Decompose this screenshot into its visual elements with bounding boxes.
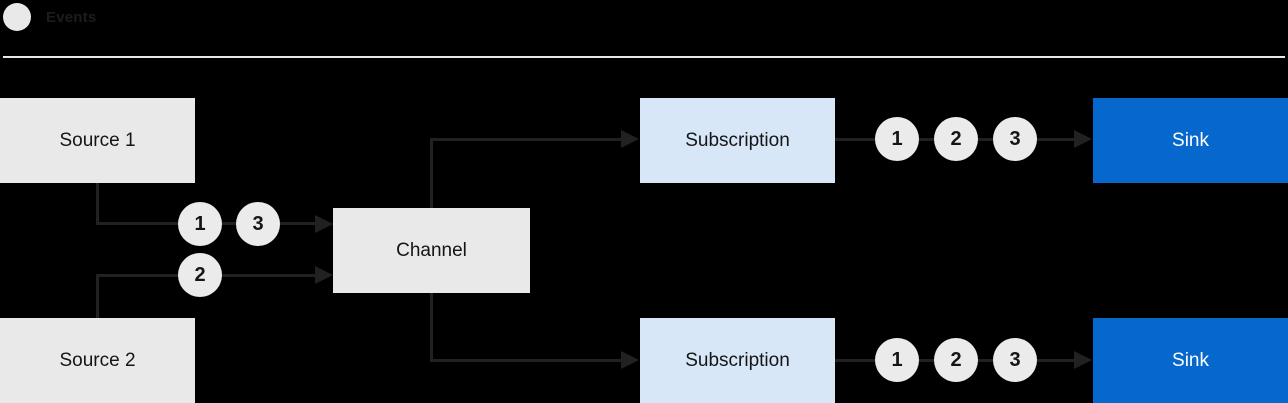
event-badge: 2 <box>934 338 978 382</box>
node-subscription-bottom-label: Subscription <box>685 349 790 371</box>
connector-source1-vertical <box>96 183 99 225</box>
node-source-1: Source 1 <box>0 98 195 183</box>
node-channel: Channel <box>333 208 530 293</box>
node-sink-top: Sink <box>1093 98 1288 183</box>
event-badge: 2 <box>934 117 978 161</box>
event-badge: 2 <box>178 253 222 297</box>
node-source-2: Source 2 <box>0 318 195 403</box>
connector-channel-top-vertical <box>430 138 433 208</box>
node-source-2-label: Source 2 <box>59 349 136 371</box>
event-badge: 1 <box>178 202 222 246</box>
node-sink-top-label: Sink <box>1172 129 1209 151</box>
event-badge: 3 <box>236 202 280 246</box>
event-badge: 1 <box>875 338 919 382</box>
arrowhead-channel-to-subscription-top <box>621 130 639 148</box>
legend-label: Events <box>46 9 97 26</box>
event-badge: 3 <box>993 338 1037 382</box>
divider <box>3 56 1285 58</box>
node-subscription-top-label: Subscription <box>685 129 790 151</box>
connector-channel-to-subscription-top <box>430 138 621 141</box>
node-channel-label: Channel <box>396 239 467 261</box>
connector-source2-vertical <box>96 274 99 318</box>
event-circle-legend-icon <box>3 3 31 31</box>
arrowhead-channel-to-subscription-bottom <box>621 351 639 369</box>
node-source-1-label: Source 1 <box>59 129 136 151</box>
event-badge: 3 <box>993 117 1037 161</box>
node-sink-bottom: Sink <box>1093 318 1288 403</box>
connector-channel-bottom-vertical <box>430 293 433 362</box>
connector-channel-to-subscription-bottom <box>430 359 621 362</box>
node-subscription-bottom: Subscription <box>640 318 835 403</box>
arrowhead-subscription-bottom-to-sink <box>1074 351 1092 369</box>
arrowhead-subscription-top-to-sink <box>1074 130 1092 148</box>
event-badge: 1 <box>875 117 919 161</box>
arrowhead-source1-to-channel <box>315 215 333 233</box>
node-sink-bottom-label: Sink <box>1172 349 1209 371</box>
arrowhead-source2-to-channel <box>315 266 333 284</box>
node-subscription-top: Subscription <box>640 98 835 183</box>
